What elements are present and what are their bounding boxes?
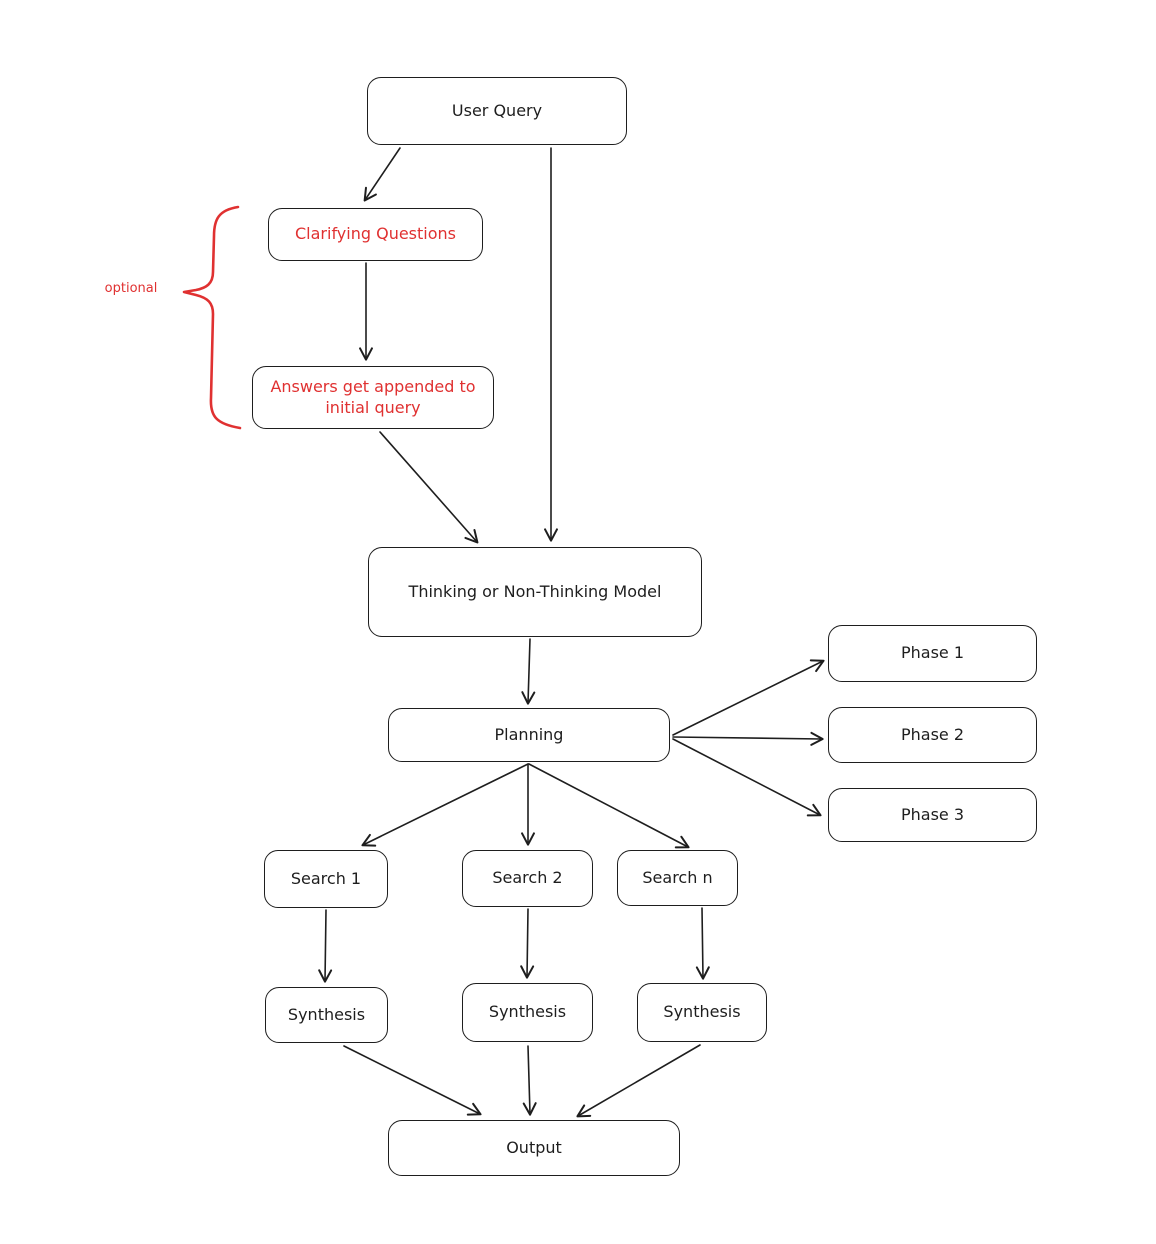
node-phase-1: Phase 1 [828, 625, 1037, 682]
node-answers-appended-label: Answers get appended to initial query [270, 376, 476, 417]
node-clarifying-questions-label: Clarifying Questions [295, 224, 456, 244]
node-synthesis-1-label: Synthesis [287, 1004, 366, 1024]
node-phase-3: Phase 3 [828, 788, 1037, 842]
arrow-search-2-to-synthesis-2 [520, 908, 535, 979]
node-output: Output [388, 1120, 680, 1176]
arrow-thinking-to-planning [521, 638, 536, 705]
arrow-search-n-to-synthesis-3 [695, 907, 710, 980]
arrow-synthesis-1-to-output [343, 1045, 482, 1116]
arrow-planning-to-search-1 [361, 763, 529, 847]
arrow-planning-to-phase-2 [672, 731, 824, 746]
node-search-1-label: Search 1 [290, 868, 362, 888]
node-search-1: Search 1 [264, 850, 388, 908]
node-phase-1-label: Phase 1 [900, 643, 965, 663]
arrow-answers-to-thinking [379, 431, 479, 544]
node-user-query: User Query [367, 77, 627, 145]
node-thinking-model-label: Thinking or Non-Thinking Model [408, 581, 662, 601]
node-search-n-label: Search n [642, 867, 713, 887]
node-output-label: Output [506, 1137, 562, 1157]
arrow-planning-to-search-n [528, 763, 690, 849]
node-synthesis-2: Synthesis [462, 983, 593, 1042]
arrow-synthesis-2-to-output [522, 1045, 537, 1116]
node-search-n: Search n [617, 850, 738, 906]
optional-brace [182, 205, 242, 430]
arrow-search-1-to-synthesis-1 [318, 909, 333, 983]
node-search-2: Search 2 [462, 850, 593, 907]
arrow-planning-to-phase-3 [672, 738, 822, 817]
node-synthesis-1: Synthesis [265, 987, 388, 1043]
node-planning-label: Planning [494, 724, 564, 744]
optional-annotation: optional [104, 281, 158, 296]
node-planning: Planning [388, 708, 670, 762]
node-search-2-label: Search 2 [492, 868, 563, 888]
node-phase-2: Phase 2 [828, 707, 1037, 763]
node-clarifying-questions: Clarifying Questions [268, 208, 483, 261]
arrow-user-query-to-clarifying [363, 147, 401, 202]
arrow-synthesis-3-to-output [576, 1044, 701, 1118]
node-answers-appended: Answers get appended to initial query [252, 366, 494, 429]
node-user-query-label: User Query [451, 100, 543, 120]
node-phase-3-label: Phase 3 [900, 804, 965, 824]
node-synthesis-3: Synthesis [637, 983, 767, 1042]
node-thinking-model: Thinking or Non-Thinking Model [368, 547, 702, 637]
node-phase-2-label: Phase 2 [900, 724, 965, 744]
arrow-planning-to-phase-1 [672, 659, 825, 736]
node-synthesis-3-label: Synthesis [663, 1002, 741, 1022]
node-synthesis-2-label: Synthesis [488, 1002, 567, 1022]
